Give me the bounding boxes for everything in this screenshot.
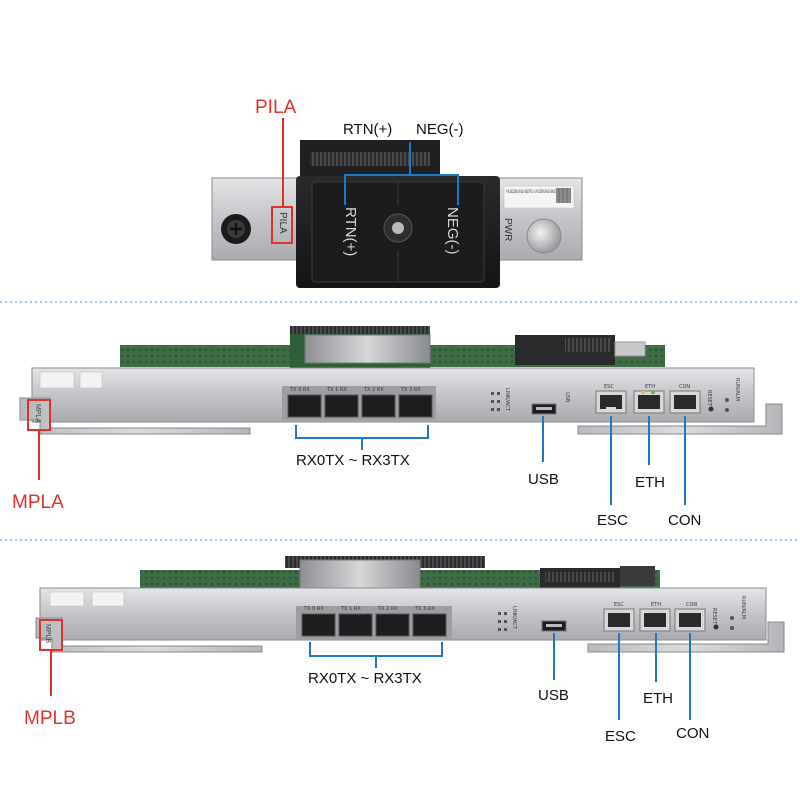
- mplb-sfp-label-0: TX 0 RX: [303, 606, 324, 612]
- mplb-sfp-port-0[interactable]: [301, 613, 336, 637]
- mpla-eth-label: ETH: [635, 474, 665, 491]
- mpla-usb-label: USB: [528, 471, 559, 488]
- mpla-board-label: MPLA: [34, 404, 41, 423]
- mpla-section: MPLA MPLA TX 0 RX TX 1 RX TX 2 RX TX 3 R…: [12, 326, 783, 529]
- mpla-sfp-label-3: TX 3 RX: [400, 387, 421, 393]
- mplb-eth-panel-label: ETH: [651, 602, 661, 608]
- pila-pwr-label: PWR: [502, 218, 513, 241]
- mpla-rj45-esc[interactable]: [595, 390, 627, 414]
- mpla-sfp-port-3[interactable]: [398, 394, 433, 418]
- mpla-sfp-label-1: TX 1 RX: [326, 387, 347, 393]
- mplb-rj45-esc[interactable]: [603, 608, 635, 632]
- mplb-right-ejector: [587, 621, 785, 653]
- mpla-link-leds: [491, 392, 500, 411]
- pila-polarity-bracket: [344, 142, 459, 205]
- mplb-reset-button[interactable]: [713, 624, 719, 630]
- mpla-sfp-port-2[interactable]: [361, 394, 396, 418]
- mpla-usb-panel-label: USB: [564, 392, 570, 403]
- mpla-reset-button[interactable]: [708, 406, 714, 412]
- mplb-board-label: MPLB: [44, 624, 51, 643]
- mpla-sfp-label-0: TX 0 RX: [289, 387, 310, 393]
- pila-panel-label: PILA: [277, 212, 288, 234]
- mplb-sfp-port-3[interactable]: [412, 613, 447, 637]
- mpla-rj45-con[interactable]: [669, 390, 701, 414]
- mpla-eth-panel-label: ETH: [645, 384, 655, 390]
- mplb-rx-range: RX0TX ~ RX3TX: [308, 670, 422, 687]
- mplb-esc-label: ESC: [605, 728, 636, 745]
- mpla-rj45-eth[interactable]: [633, 390, 665, 414]
- mpla-reset-label: RESET: [706, 390, 712, 407]
- pila-terminal-rtn: RTN(+): [342, 207, 359, 256]
- pila-section: RTN(+) NEG(-) P/N:03022CBVX/B/002 HBC07D…: [211, 97, 583, 288]
- mplb-usb-label: USB: [538, 687, 569, 704]
- mpla-esc-label: ESC: [597, 512, 628, 529]
- mplb-link-act-label: LINK/ACT: [511, 606, 517, 630]
- mpla-rx-range: RX0TX ~ RX3TX: [296, 452, 410, 469]
- mpla-sfp-port-1[interactable]: [324, 394, 359, 418]
- mpla-esc-panel-label: ESC: [604, 384, 614, 390]
- mpla-run-label: RUN/ALM: [734, 378, 740, 401]
- mpla-con-label: CON: [668, 512, 701, 529]
- pila-knob: [526, 218, 562, 254]
- mplb-rj45-eth[interactable]: [639, 608, 671, 632]
- mplb-run-label: RUN/ALM: [740, 596, 746, 619]
- mplb-rx-bracket: [309, 642, 443, 657]
- pila-terminal-block: RTN(+) NEG(-): [296, 176, 500, 288]
- mplb-title: MPLB: [24, 708, 76, 729]
- mpla-link-act-label: LINK/ACT: [504, 388, 510, 412]
- mpla-sfp-label-2: TX 2 RX: [363, 387, 384, 393]
- mplb-sfp-label-3: TX 3 RX: [414, 606, 435, 612]
- mplb-con-panel-label: CON: [686, 602, 697, 608]
- mplb-sfp-cage-group: TX 0 RX TX 1 RX TX 2 RX TX 3 RX: [296, 606, 452, 640]
- mplb-section: MPLB MPLB TX 0 RX TX 1 RX TX 2 RX TX 3 R…: [24, 556, 785, 745]
- mpla-sfp-cage-group: TX 0 RX TX 1 RX TX 2 RX TX 3 RX: [282, 386, 436, 420]
- pila-captive-screw: [221, 214, 251, 244]
- mpla-right-ejector: [577, 403, 783, 435]
- pila-title: PILA: [255, 97, 297, 118]
- mpla-rx-bracket: [295, 425, 429, 439]
- pila-neg-label: NEG(-): [416, 121, 464, 138]
- mpla-heatsink: [304, 334, 431, 364]
- mplb-rj45-con[interactable]: [674, 608, 706, 632]
- mplb-sfp-label-2: TX 2 RX: [377, 606, 398, 612]
- mplb-status-leds: [730, 616, 734, 630]
- mplb-esc-panel-label: ESC: [614, 602, 624, 608]
- mplb-sfp-port-2[interactable]: [375, 613, 410, 637]
- mplb-link-leds: [498, 612, 507, 631]
- mplb-sfp-label-1: TX 1 RX: [340, 606, 361, 612]
- mplb-reset-label: RESET: [711, 608, 717, 625]
- pila-sticker-text: P/N:03022CBVX/B/002 HBC07DPILA S/N:022BV…: [506, 189, 556, 194]
- mplb-heatsink: [299, 559, 421, 591]
- mpla-title: MPLA: [12, 492, 64, 513]
- mpla-status-leds: [725, 398, 729, 412]
- pila-sticker: P/N:03022CBVX/B/002 HBC07DPILA S/N:022BV…: [503, 185, 575, 209]
- mplb-eth-label: ETH: [643, 690, 673, 707]
- mpla-sfp-port-0[interactable]: [287, 394, 322, 418]
- mpla-con-panel-label: CON: [679, 384, 690, 390]
- mplb-sfp-port-1[interactable]: [338, 613, 373, 637]
- pila-rtn-label: RTN(+): [343, 121, 392, 138]
- pila-terminal-neg: NEG(-): [444, 207, 461, 255]
- mplb-con-label: CON: [676, 725, 709, 742]
